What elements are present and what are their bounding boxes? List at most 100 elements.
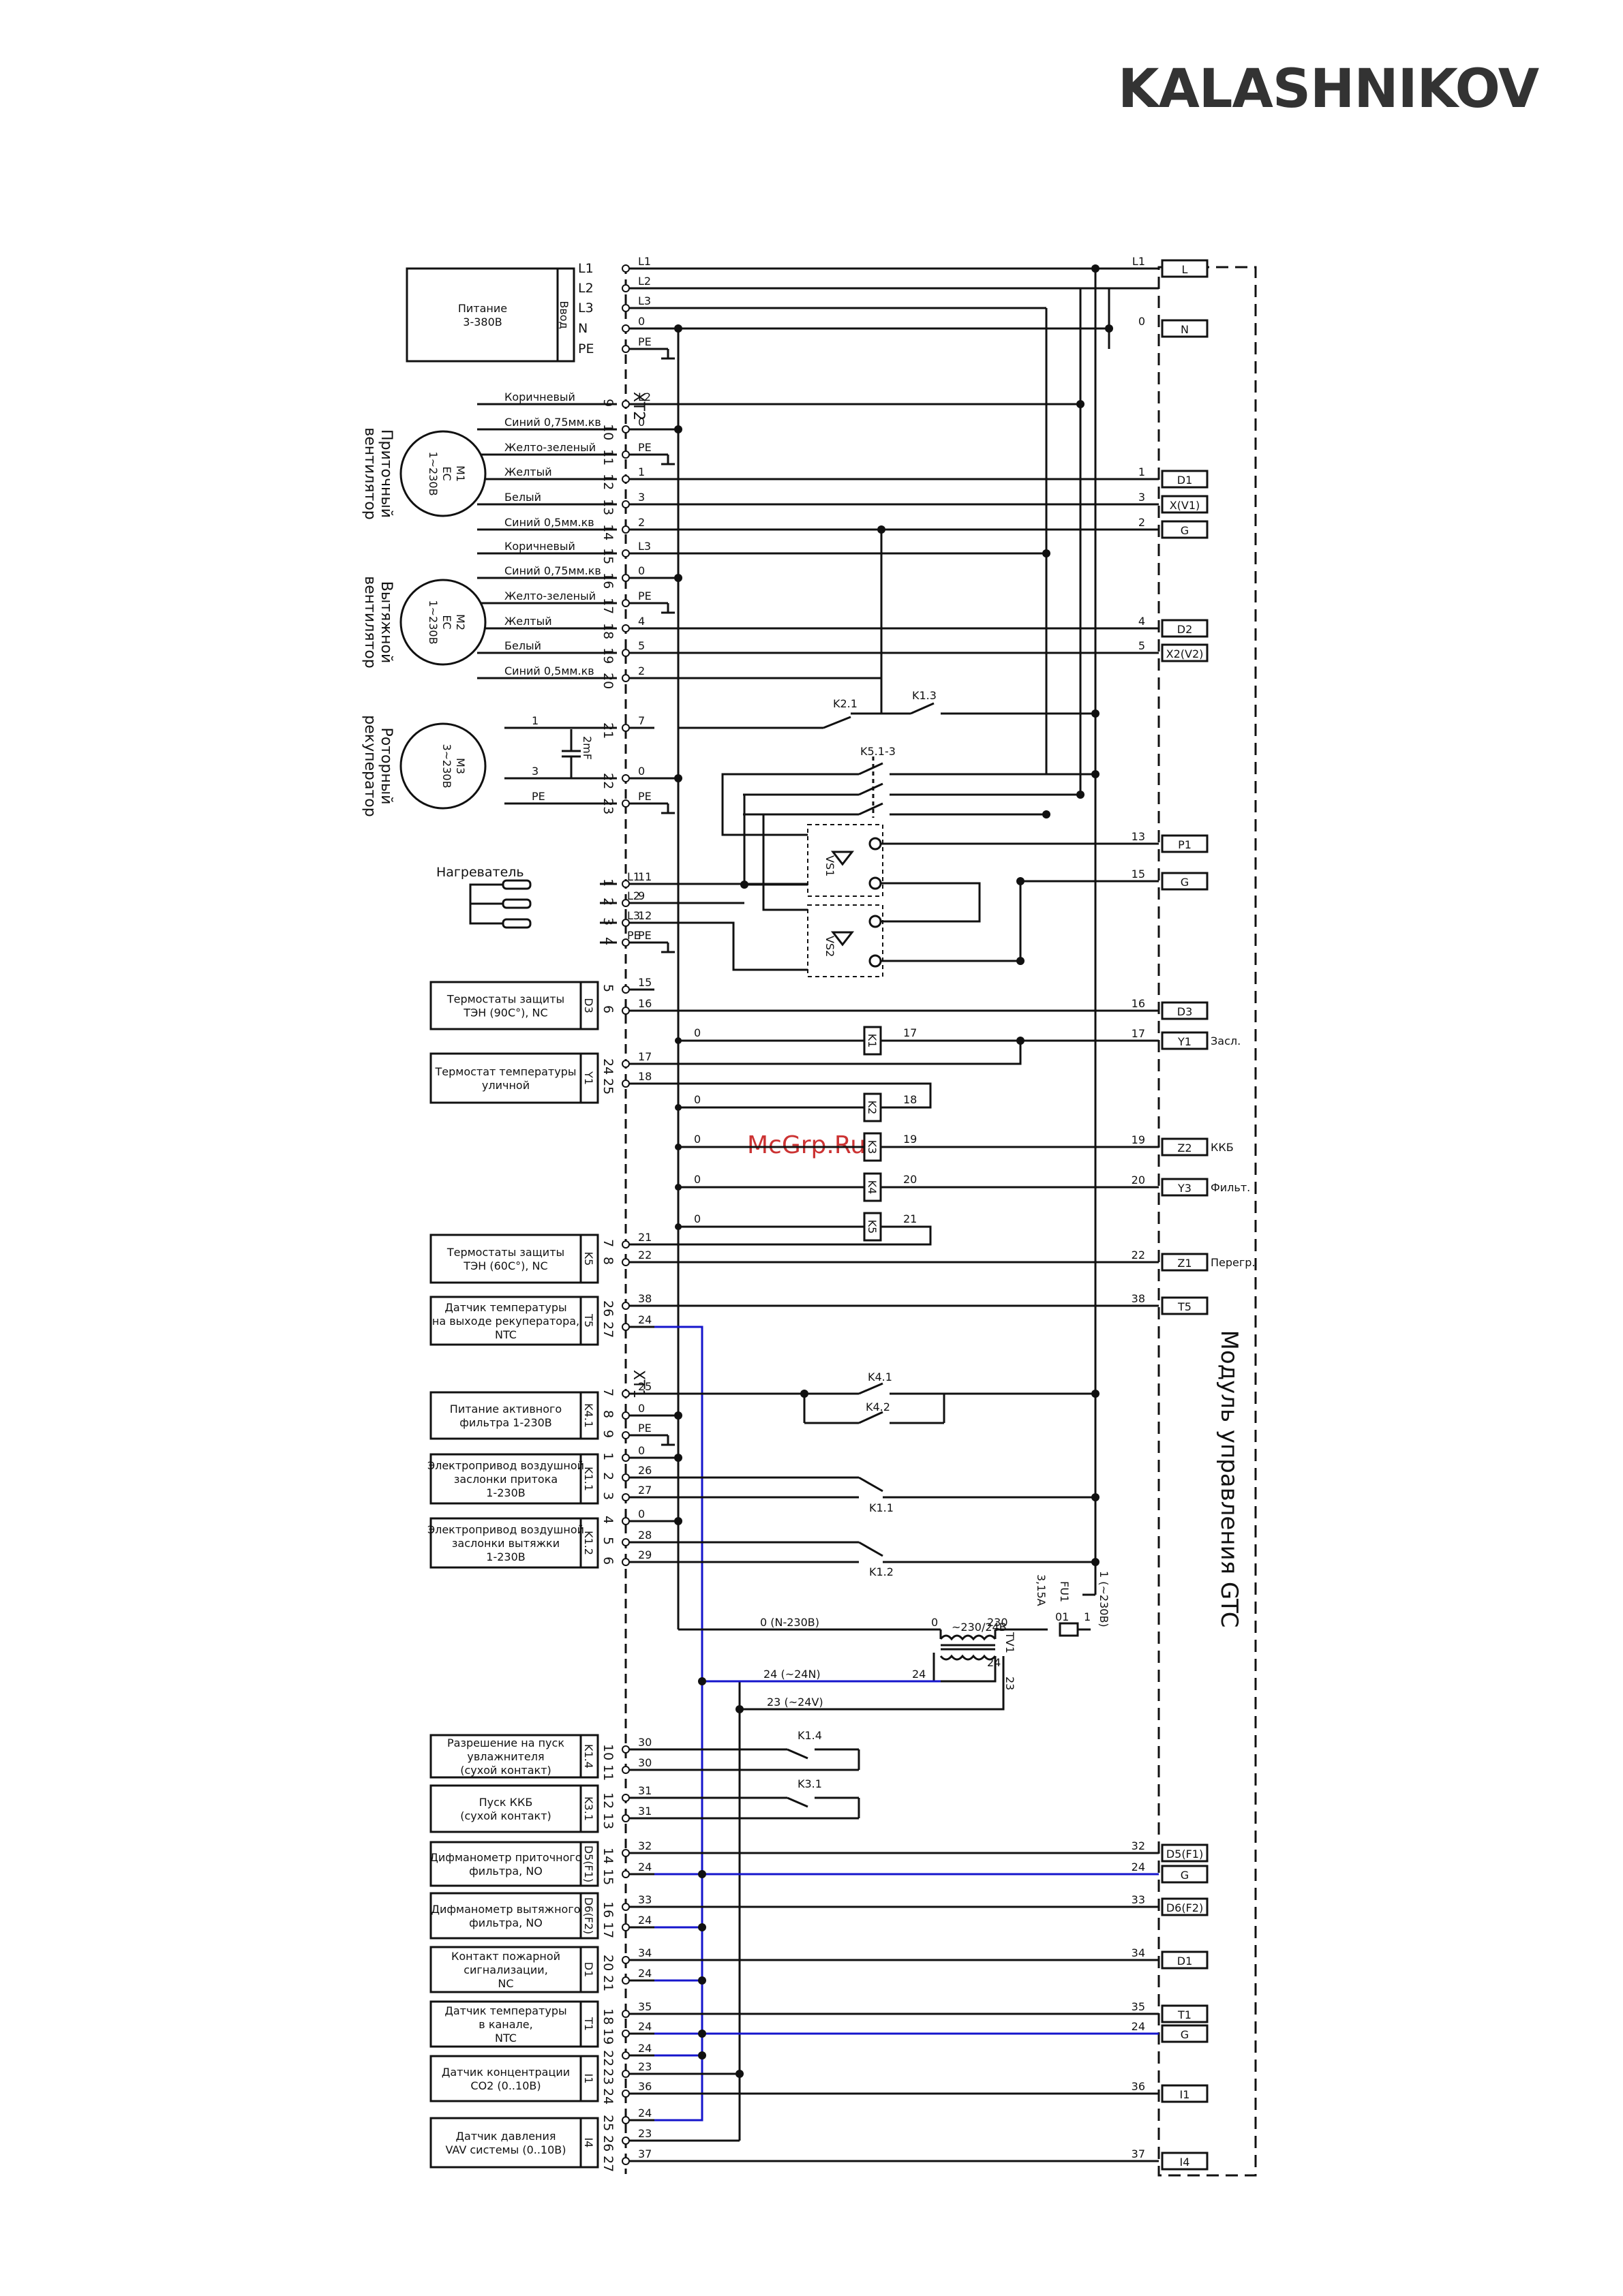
relay-wire-left: 0	[694, 1212, 701, 1225]
supply-vert-label: Ввод	[558, 301, 571, 328]
module-terminal-label: G	[1181, 876, 1189, 889]
cable-label: PE	[532, 790, 545, 803]
relay-label: K2	[866, 1101, 879, 1115]
terminal-pin: 25	[601, 2115, 616, 2131]
relay-label: K4	[866, 1180, 879, 1195]
device-code: I4	[582, 2138, 595, 2148]
wire-number: 30	[638, 1736, 652, 1749]
module-terminal-label: X(V1)	[1170, 499, 1200, 512]
device-label: 1-230В	[486, 1550, 525, 1563]
cable-label: Желто-зеленый	[504, 441, 596, 454]
right-wire-number: 38	[1132, 1292, 1145, 1305]
wire-number: 26	[638, 1464, 652, 1477]
device-label: Датчик температуры	[444, 1301, 566, 1314]
cable-label: Желто-зеленый	[504, 590, 596, 602]
right-wire-number: L1	[1132, 255, 1145, 268]
device-code: K1.1	[582, 1467, 595, 1491]
terminal-pin: 4	[601, 937, 616, 945]
device-code: D1	[582, 1962, 595, 1978]
device-code: I1	[582, 2074, 595, 2084]
device-label: NTC	[495, 1328, 517, 1341]
wire-number: PE	[638, 929, 652, 942]
module-terminal	[1161, 319, 1209, 338]
junction-dot	[1091, 770, 1099, 778]
wire-number: 25	[638, 1380, 652, 1393]
terminal-pin: 10	[601, 424, 616, 440]
terminal-pin: 12	[601, 474, 616, 490]
module-terminal-label: D1	[1177, 1955, 1193, 1968]
terminal-pin: 1	[601, 878, 616, 887]
wire-number: 5	[638, 639, 645, 652]
ground-symbols	[661, 349, 675, 1446]
motor-name: рекуператор	[361, 715, 378, 816]
relay-label: K3	[866, 1140, 879, 1154]
device-code: K5	[582, 1252, 595, 1266]
terminal-pin: 26	[601, 2135, 616, 2152]
terminal-pin: 24	[601, 1058, 616, 1075]
terminal-pin: 15	[601, 548, 616, 564]
right-wire-number: 4	[1138, 615, 1145, 628]
junction-dot	[1091, 1558, 1099, 1566]
device-label: заслонки вытяжки	[452, 1537, 560, 1550]
right-wire-number: 1	[1138, 465, 1145, 478]
wire-number: 7	[638, 714, 645, 727]
wire-number: 31	[638, 1784, 652, 1797]
transformer-p0: 0	[931, 1616, 938, 1629]
cable-label: Коричневый	[504, 391, 575, 403]
wire-number: 32	[638, 1839, 652, 1852]
module-terminal	[1161, 470, 1209, 489]
wire-number: L2	[638, 275, 651, 288]
terminal-pin: 9	[601, 399, 616, 407]
wire-number: PE	[638, 790, 652, 803]
module-terminal-note: Перегр.	[1211, 1256, 1256, 1269]
device-label: Пуск ККБ	[479, 1796, 533, 1809]
device-code: K4.1	[582, 1403, 595, 1428]
module-row: 15G	[1132, 868, 1209, 891]
contact-k41-label: K4.1	[868, 1371, 892, 1383]
wire-number: 31	[638, 1805, 652, 1818]
module-terminal	[1161, 1137, 1209, 1157]
wire-number: 12	[638, 909, 652, 922]
terminal-pin: 15	[601, 1869, 616, 1885]
right-wire-number: 20	[1132, 1174, 1145, 1187]
terminal-pin: 11	[601, 449, 616, 465]
wire-number: 2	[638, 516, 645, 529]
motor-name: Вытяжной	[378, 581, 395, 663]
supply-pin-label: L2	[578, 281, 594, 296]
device-code: K1.2	[582, 1531, 595, 1555]
device-code: K3.1	[582, 1796, 595, 1821]
wire-number: PE	[638, 1422, 652, 1435]
motor-symbol	[399, 722, 487, 810]
device-label: Электропривод воздушной	[427, 1459, 584, 1472]
junction-dot	[1016, 957, 1025, 965]
right-wire-number: 19	[1132, 1133, 1145, 1146]
module-terminal-label: P1	[1178, 838, 1192, 851]
wire-number: 24	[638, 2107, 652, 2119]
terminal-pin: 26	[601, 1300, 616, 1317]
wire-row: 25 24	[601, 2107, 654, 2131]
terminal-pin: 16	[601, 572, 616, 589]
device-code: K1.4	[582, 1744, 595, 1769]
device-code: T5	[582, 1313, 595, 1328]
cable-label: Коричневый	[504, 540, 575, 553]
device-label: увлажнителя	[467, 1750, 544, 1763]
module-terminal-label: Z2	[1177, 1142, 1192, 1154]
cable-label: Синий 0,5мм.кв	[504, 664, 594, 677]
transformer-input: 0 (N-230В)	[760, 1616, 819, 1629]
right-wire-number: 13	[1132, 830, 1145, 843]
module-terminal	[1161, 619, 1209, 638]
module-terminal	[1161, 1843, 1209, 1863]
junction-dot	[698, 1976, 706, 1985]
